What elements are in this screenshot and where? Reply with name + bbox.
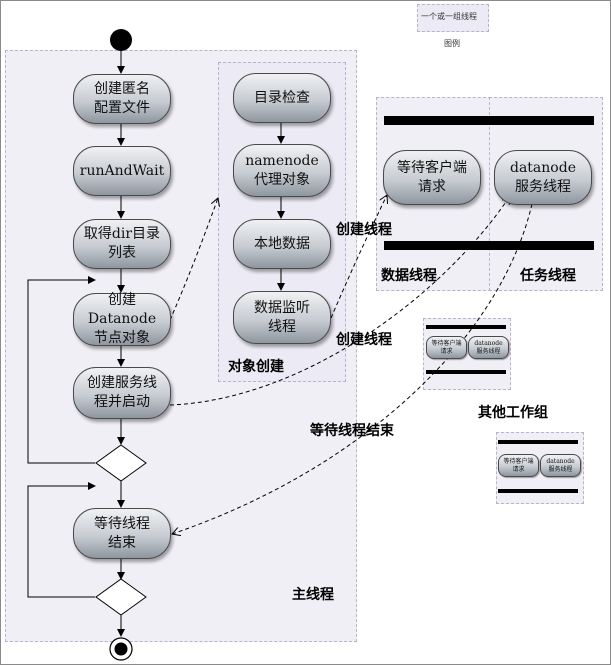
label-object-creation: 对象创建 [228,359,284,375]
node-create-service-thread: 创建服务线 程并启动 [73,367,171,419]
start-node [110,29,132,51]
node-run-and-wait: runAndWait [73,146,171,196]
node-create-datanode-object: 创建Datanode 节点对象 [73,292,171,346]
label-task-thread: 任务线程 [520,268,576,284]
decision-2 [95,578,147,616]
join-bar-bottom [384,241,594,250]
label-create-thread-1: 创建线程 [336,222,392,238]
label-main-thread: 主线程 [292,587,334,603]
node-wait-client-request: 等待客户端 请求 [383,150,481,205]
group2-bar-top [498,440,578,444]
node-dir-check: 目录检查 [233,73,331,123]
node-get-dir-list: 取得dir目录 列表 [73,219,171,269]
legend-item-text: 一个或一组线程 [421,12,477,21]
flow-loop-2 [27,482,96,598]
group2-bar-bottom [498,489,578,493]
group1-node-datanode: datanode 服务线程 [468,336,509,359]
group2-node-datanode: datanode 服务线程 [540,454,581,477]
dash-monitor-to-wait-client [330,195,387,319]
legend-box [417,4,489,32]
legend-caption: 图例 [444,39,460,48]
node-data-monitor-thread: 数据监听 线程 [233,291,331,344]
node-datanode-service: datanode 服务线程 [494,150,592,205]
fork-bar-top [384,116,594,125]
label-wait-thread-end: 等待线程结束 [310,423,394,439]
end-node-dot [114,642,128,656]
group1-bar-top [426,325,506,329]
node-create-anon-config: 创建匿名 配置文件 [73,74,171,124]
label-other-groups: 其他工作组 [478,405,548,421]
group2-node-wait-client: 等待客户端 请求 [498,454,539,477]
label-create-thread-2: 创建线程 [336,332,392,348]
dash-datanode-to-wait-end [172,203,533,534]
node-local-data: 本地数据 [233,219,331,269]
label-data-thread: 数据线程 [381,268,437,284]
group1-bar-bottom [426,370,506,374]
dash-service-to-datanode [169,196,510,406]
group1-node-wait-client: 等待客户端 请求 [426,336,467,359]
decision-1 [95,444,147,482]
node-namenode-proxy: namenode 代理对象 [233,144,331,197]
flow-loop-1 [27,276,96,464]
dash-create-to-object [169,198,218,321]
node-wait-thread-end: 等待线程 结束 [73,508,171,559]
